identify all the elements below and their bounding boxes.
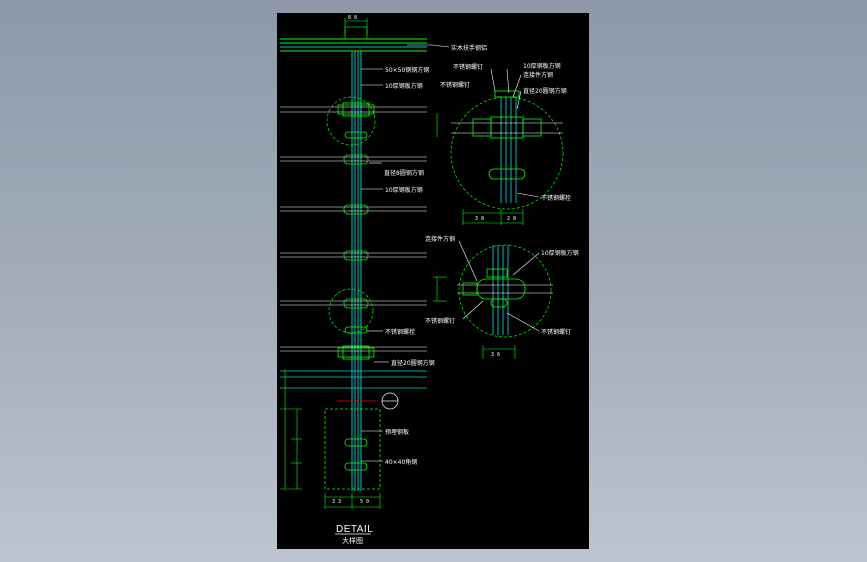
detail-subtitle: 大样图 [342, 536, 363, 545]
detail-title: DETAIL [336, 524, 373, 535]
top-dim-text: 8 8 [348, 15, 357, 21]
bottom-dimensions [324, 493, 381, 509]
drawing-sheet: 8 8 [277, 13, 589, 549]
floor-slab [280, 370, 427, 389]
label-round-bar-20: 直径20圆钢方钢 [391, 359, 435, 367]
horizontal-rails [280, 106, 427, 352]
detail-a-bolt-bottom: 不锈钢螺栓 [541, 194, 571, 202]
detail-b-bolt-bottom: 不锈钢螺钉 [541, 328, 571, 336]
detail-a: 3 8 2 8 [436, 68, 564, 225]
detail-b-connector: 连接件方钢 [425, 235, 455, 243]
main-post [351, 51, 362, 491]
bottom-dim-a: 3 3 [332, 499, 341, 505]
label-angle-steel: 40×40角钢 [385, 458, 417, 466]
detail-a-flat-bar: 10厚钢板方钢 [523, 62, 561, 70]
handrail-beam [280, 38, 427, 52]
detail-b-flat-bar: 10厚钢板方钢 [541, 249, 579, 257]
detail-callout-circles [326, 96, 376, 334]
label-flat-bar-b: 10厚钢板方钢 [385, 186, 423, 194]
detail-b-bolt-mid: 不锈钢螺钉 [425, 317, 455, 325]
detail-b-dim: 3 6 [491, 352, 500, 358]
top-dimension [344, 18, 368, 40]
detail-b: 3 6 [433, 240, 553, 359]
cad-drawing: 8 8 [280, 15, 579, 545]
label-flat-bar-a: 10厚钢板方钢 [385, 82, 423, 90]
detail-a-dim-a: 3 8 [475, 216, 484, 222]
left-dimensions [280, 369, 302, 490]
main-leaders [361, 44, 450, 462]
detail-a-bolt-mid: 不锈钢螺钉 [440, 81, 470, 89]
label-stainless-bolt: 不锈钢螺栓 [385, 328, 415, 336]
detail-a-dim-b: 2 8 [507, 216, 516, 222]
detail-a-round-bar: 直径20圆钢方钢 [523, 87, 567, 95]
detail-a-connector: 连接件方钢 [523, 71, 553, 79]
post-fittings [337, 102, 375, 471]
section-marker-icon [381, 392, 399, 410]
detail-a-bolt-top: 不锈钢螺钉 [453, 63, 483, 71]
label-embed-plate: 预埋钢板 [385, 428, 409, 436]
embedded-footing [324, 408, 381, 490]
label-round-bar-8: 直径8圆钢方钢 [384, 169, 424, 177]
bottom-dim-b: 5 0 [360, 499, 369, 505]
label-square-tube: 50×50钢钢方钢 [385, 66, 429, 74]
label-handrail: 实木扶手钢铝 [451, 44, 487, 52]
